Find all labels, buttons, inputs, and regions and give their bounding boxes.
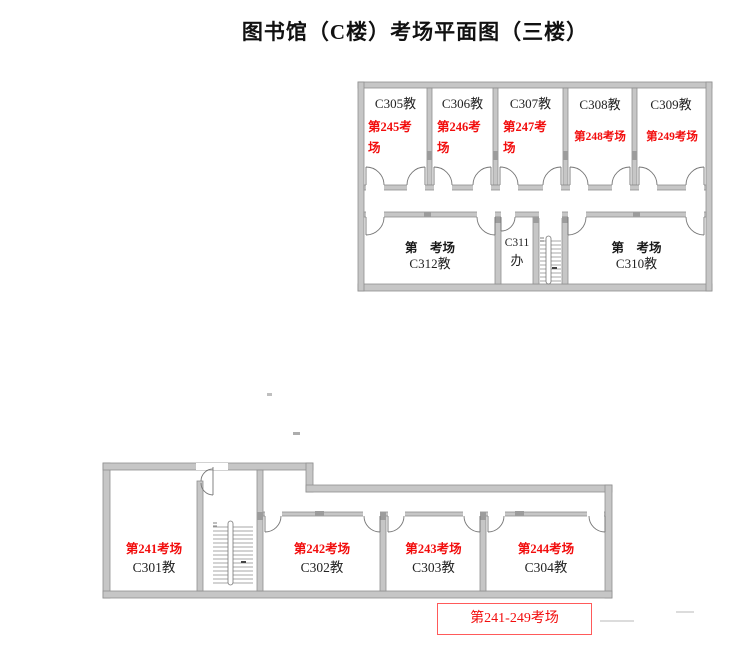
scan-smudge xyxy=(676,611,694,613)
upper-floor-plan xyxy=(357,81,713,292)
room-c308-exam: 第248考场 xyxy=(574,131,626,143)
legend-label: 第241-249考场 xyxy=(470,611,559,626)
lower-stairs-icon xyxy=(213,520,253,586)
upper-stairs-icon xyxy=(540,235,561,285)
room-c304-exam: 第244考场 xyxy=(517,542,575,556)
room-c311-number: C311 xyxy=(504,237,530,249)
lower-wall-posts xyxy=(257,511,524,520)
room-c302-exam: 第242考场 xyxy=(293,542,351,556)
lower-door-arcs xyxy=(264,515,606,533)
room-c305-number: C305教 xyxy=(374,96,417,111)
legend-box: 第241-249考场 xyxy=(437,603,592,635)
room-c308-number: C308教 xyxy=(579,97,621,112)
room-c312-number: C312教 xyxy=(409,256,451,271)
room-c309-exam: 第249考场 xyxy=(646,131,698,143)
lower-entrance-double-door-icon xyxy=(200,467,214,496)
scan-speck xyxy=(293,432,300,435)
upper-walls xyxy=(357,81,713,292)
room-c307-exam: 第247考场 xyxy=(503,120,547,155)
upper-door-gaps xyxy=(366,184,704,218)
room-c303-number: C303教 xyxy=(412,560,455,575)
lower-walls xyxy=(102,462,613,599)
room-c304-number: C304教 xyxy=(524,560,568,575)
room-c301-exam: 第241考场 xyxy=(125,542,183,556)
upper-door-arcs xyxy=(365,166,705,236)
room-c311-office-label: 办 xyxy=(510,253,524,268)
scan-speck xyxy=(267,393,272,396)
room-c303-exam: 第243考场 xyxy=(405,542,462,556)
page-title: 图书馆（C楼）考场平面图（三楼） xyxy=(241,20,589,44)
room-c310-exam: 第 考场 xyxy=(611,241,662,255)
room-c302-number: C302教 xyxy=(300,560,344,575)
upper-wall-posts xyxy=(424,151,640,223)
room-c306-exam: 第246考场 xyxy=(437,120,481,155)
room-c309-number: C309教 xyxy=(650,97,692,112)
room-c305-exam: 第245考场 xyxy=(368,120,412,155)
room-c310-number: C310教 xyxy=(615,256,658,271)
lower-floor-plan xyxy=(102,462,613,599)
lower-door-gaps xyxy=(196,463,604,517)
room-c306-number: C306教 xyxy=(441,96,484,111)
room-c312-exam: 第 考场 xyxy=(404,241,455,255)
scan-smudge xyxy=(600,620,634,622)
room-c301-number: C301教 xyxy=(132,560,176,575)
room-c307-number: C307教 xyxy=(509,96,552,111)
